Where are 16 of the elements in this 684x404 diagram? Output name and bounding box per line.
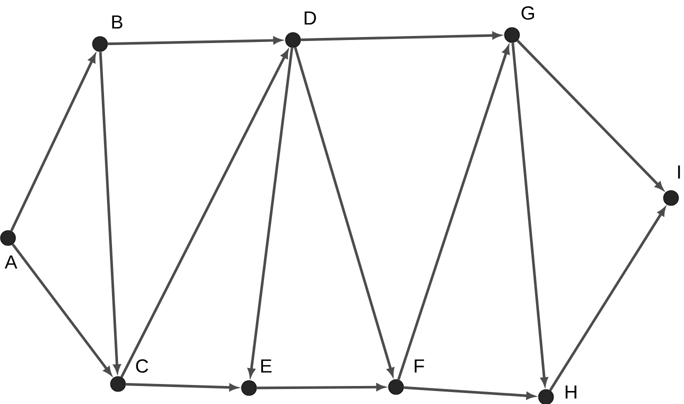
arrow bbox=[248, 48, 294, 377]
arrow bbox=[120, 50, 288, 378]
vertex-label: G bbox=[522, 6, 534, 20]
arrow bbox=[549, 208, 666, 392]
arrow bbox=[397, 46, 510, 380]
vertex-label: E bbox=[261, 359, 272, 373]
vertex-label: H bbox=[566, 385, 576, 399]
arrow bbox=[516, 40, 664, 190]
vertex-label: D bbox=[304, 11, 316, 25]
vertex-label: I bbox=[678, 165, 680, 179]
vertex-label: B bbox=[112, 15, 122, 29]
arrow bbox=[12, 243, 112, 376]
vertex-label: F bbox=[414, 359, 424, 373]
arrow bbox=[10, 54, 96, 232]
vertex-label: C bbox=[136, 359, 148, 373]
vertex-label: A bbox=[4, 255, 18, 269]
